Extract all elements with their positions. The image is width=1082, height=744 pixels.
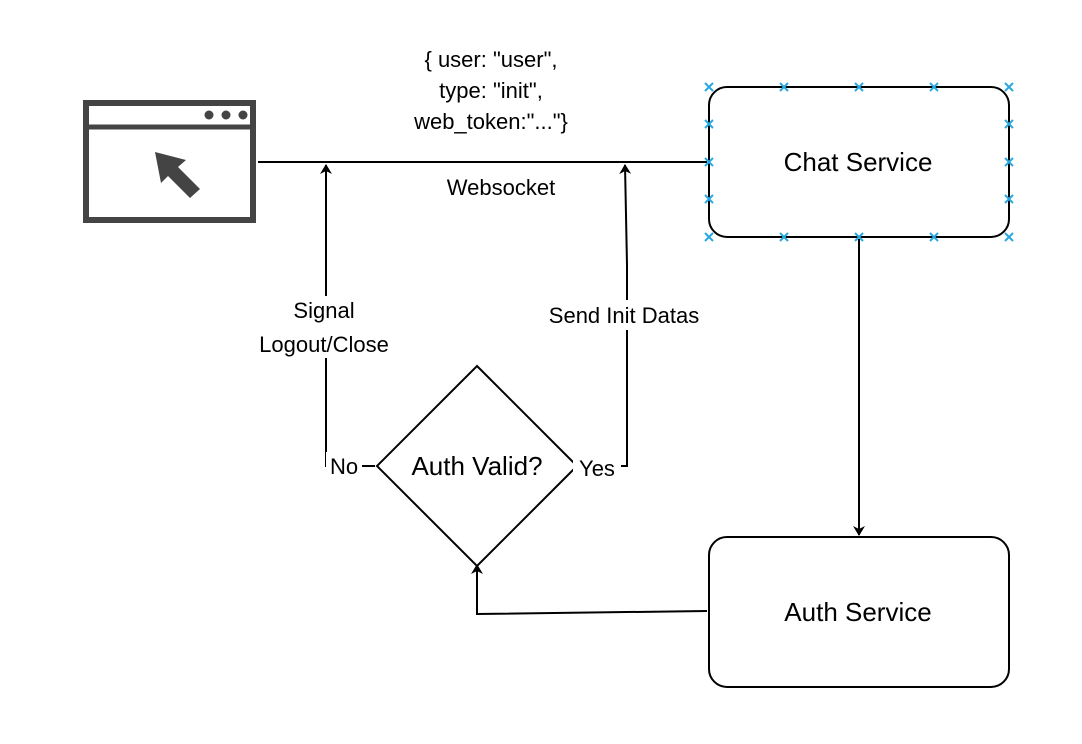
payload-line-1: { user: "user", xyxy=(424,47,557,72)
signal-label: Signal xyxy=(293,298,354,323)
auth-to-decision-arrow xyxy=(471,564,708,616)
websocket-payload-label: { user: "user", type: "init", web_token:… xyxy=(413,47,568,134)
selection-handle[interactable] xyxy=(1004,119,1014,129)
logout-close-label: Logout/Close xyxy=(259,332,389,357)
yes-label: Yes xyxy=(579,456,615,481)
payload-line-3: web_token:"..."} xyxy=(413,109,568,134)
selection-handle[interactable] xyxy=(704,194,714,204)
selection-handle[interactable] xyxy=(704,232,714,242)
send-init-datas-label: Send Init Datas xyxy=(549,303,699,328)
chat-service-node[interactable]: Chat Service xyxy=(708,86,1010,238)
auth-valid-label: Auth Valid? xyxy=(411,451,542,481)
selection-handle[interactable] xyxy=(1004,232,1014,242)
no-label: No xyxy=(330,454,358,479)
selection-handle[interactable] xyxy=(704,119,714,129)
payload-line-2: type: "init", xyxy=(439,78,543,103)
selection-handle[interactable] xyxy=(1004,194,1014,204)
selection-handle[interactable] xyxy=(779,232,789,242)
websocket-label: Websocket xyxy=(447,175,555,200)
auth-service-label: Auth Service xyxy=(784,597,931,627)
selection-handle[interactable] xyxy=(1004,82,1014,92)
auth-valid-decision-node[interactable]: Auth Valid? xyxy=(375,364,579,568)
selection-handle[interactable] xyxy=(704,82,714,92)
selection-handle[interactable] xyxy=(1004,157,1014,167)
browser-window-cursor-icon xyxy=(83,100,256,223)
selection-handle[interactable] xyxy=(704,157,714,167)
selection-handles xyxy=(704,82,1014,242)
selection-handle[interactable] xyxy=(779,82,789,92)
selection-handle[interactable] xyxy=(854,82,864,92)
selection-handle[interactable] xyxy=(854,232,864,242)
selection-handle[interactable] xyxy=(929,232,939,242)
chat-service-label: Chat Service xyxy=(784,147,933,177)
selection-handle[interactable] xyxy=(929,82,939,92)
auth-service-node[interactable]: Auth Service xyxy=(708,536,1010,688)
